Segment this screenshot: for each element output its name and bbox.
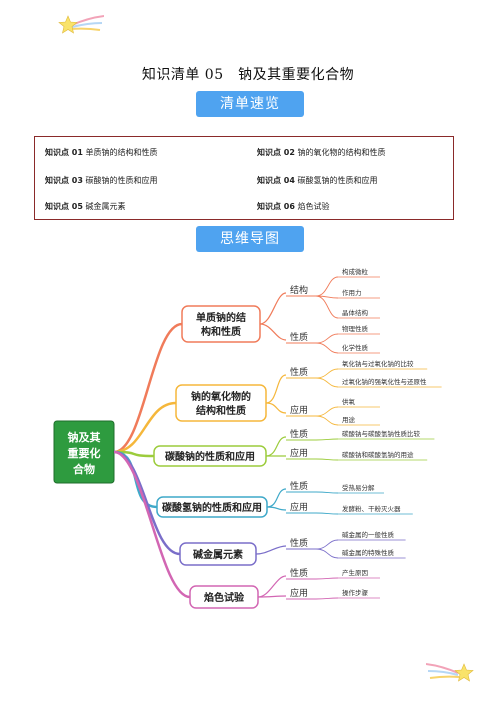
toc-box: 知识点 01 单质钠的结构和性质 知识点 02 钠的氧化物的结构和性质 知识点 … — [34, 136, 454, 220]
sub-label: 结构 — [290, 284, 308, 296]
leaf-label: 碳酸钠和碳酸氢钠的用途 — [342, 450, 414, 459]
sub-label: 性质 — [290, 480, 308, 492]
sub-label: 应用 — [290, 501, 308, 513]
leaf-connector — [315, 295, 339, 319]
sub-connector — [266, 488, 287, 508]
toc-item[interactable]: 知识点 04 碳酸氢钠的性质和应用 — [257, 176, 378, 185]
branch-label: 单质钠的结 — [196, 311, 246, 324]
sub-label: 性质 — [290, 567, 308, 579]
branch-label: 碳酸钠的性质和应用 — [165, 450, 255, 463]
leaf-label: 发酵粉、干粉灭火器 — [342, 504, 401, 513]
sub-connector — [259, 323, 287, 341]
branch-label: 碳酸氢钠的性质和应用 — [162, 501, 262, 514]
leaf-connector — [315, 415, 339, 426]
leaf-connector — [315, 438, 339, 441]
leaf-connector — [315, 406, 339, 417]
leaf-connector — [315, 377, 339, 388]
toc-item[interactable]: 知识点 03 碳酸钠的性质和应用 — [45, 176, 158, 185]
sub-connector — [257, 575, 287, 598]
branch-label: 构和性质 — [201, 325, 241, 338]
leaf-label: 碱金属的特殊性质 — [342, 548, 395, 557]
toc-item[interactable]: 知识点 02 钠的氧化物的结构和性质 — [257, 148, 386, 157]
sub-label: 性质 — [290, 331, 308, 343]
branch-label: 结构和性质 — [196, 404, 246, 417]
leaf-label: 化学性质 — [342, 343, 369, 352]
branch-label: 焰色试验 — [204, 591, 245, 604]
root-label: 合物 — [73, 462, 95, 476]
leaf-connector — [315, 577, 339, 580]
sub-connector — [259, 292, 287, 325]
shooting-star-icon — [58, 15, 104, 34]
leaf-connector — [315, 342, 339, 354]
sub-label: 性质 — [290, 428, 308, 440]
page-title: 知识清单 05 钠及其重要化合物 — [141, 67, 355, 83]
sub-label: 性质 — [290, 366, 308, 378]
leaf-label: 操作步骤 — [342, 588, 369, 597]
sub-connector — [255, 545, 287, 555]
sub-label: 应用 — [290, 447, 308, 459]
sub-label: 应用 — [290, 587, 308, 599]
sub-connector — [265, 402, 287, 414]
leaf-connector — [315, 276, 339, 297]
shooting-star-icon — [426, 663, 474, 682]
leaf-label: 碳酸钠与碳酸氢钠性质比较 — [342, 429, 421, 438]
root-label: 钠及其 — [68, 430, 101, 444]
toc-item[interactable]: 知识点 05 碱金属元素 — [45, 202, 126, 211]
toc-item[interactable]: 知识点 06 焰色试验 — [257, 202, 330, 211]
leaf-label: 过氧化钠的强氧化性与还原性 — [342, 377, 427, 386]
sub-connector — [265, 374, 287, 404]
sub-connector — [257, 595, 287, 598]
sub-connector — [266, 506, 287, 511]
leaf-label: 晶体结构 — [342, 308, 369, 317]
branch-label: 钠的氧化物的 — [191, 390, 251, 403]
branch-label: 碱金属元素 — [193, 548, 243, 561]
leaf-connector — [315, 368, 339, 379]
leaf-label: 产生原因 — [342, 568, 368, 577]
leaf-label: 构成微粒 — [342, 267, 369, 276]
leaf-connector — [315, 539, 339, 550]
branch-connector — [113, 322, 183, 454]
leaf-label: 受热易分解 — [342, 483, 375, 492]
mindmap-banner: 思维导图 — [196, 226, 304, 252]
leaf-label: 氧化钠与过氧化钠的比较 — [342, 359, 414, 368]
overview-banner: 清单速览 — [196, 91, 304, 117]
sub-label: 性质 — [290, 537, 308, 549]
leaf-connector — [315, 597, 339, 600]
sub-label: 应用 — [290, 404, 308, 416]
leaf-label: 碱金属的一般性质 — [342, 530, 395, 539]
leaf-connector — [315, 458, 339, 461]
toc-item[interactable]: 知识点 01 单质钠的结构和性质 — [45, 148, 158, 157]
leaf-connector — [315, 333, 339, 344]
leaf-label: 用途 — [342, 415, 356, 424]
sub-connector — [265, 436, 287, 457]
leaf-connector — [315, 548, 339, 559]
root-label: 重要化 — [68, 446, 101, 460]
leaf-label: 物理性质 — [342, 324, 369, 333]
branch-connector — [113, 401, 177, 454]
leaf-label: 供氧 — [342, 397, 356, 406]
leaf-connector — [315, 491, 339, 494]
leaf-label: 作用力 — [342, 288, 362, 297]
leaf-connector — [315, 512, 339, 515]
branch-connector — [113, 450, 191, 599]
